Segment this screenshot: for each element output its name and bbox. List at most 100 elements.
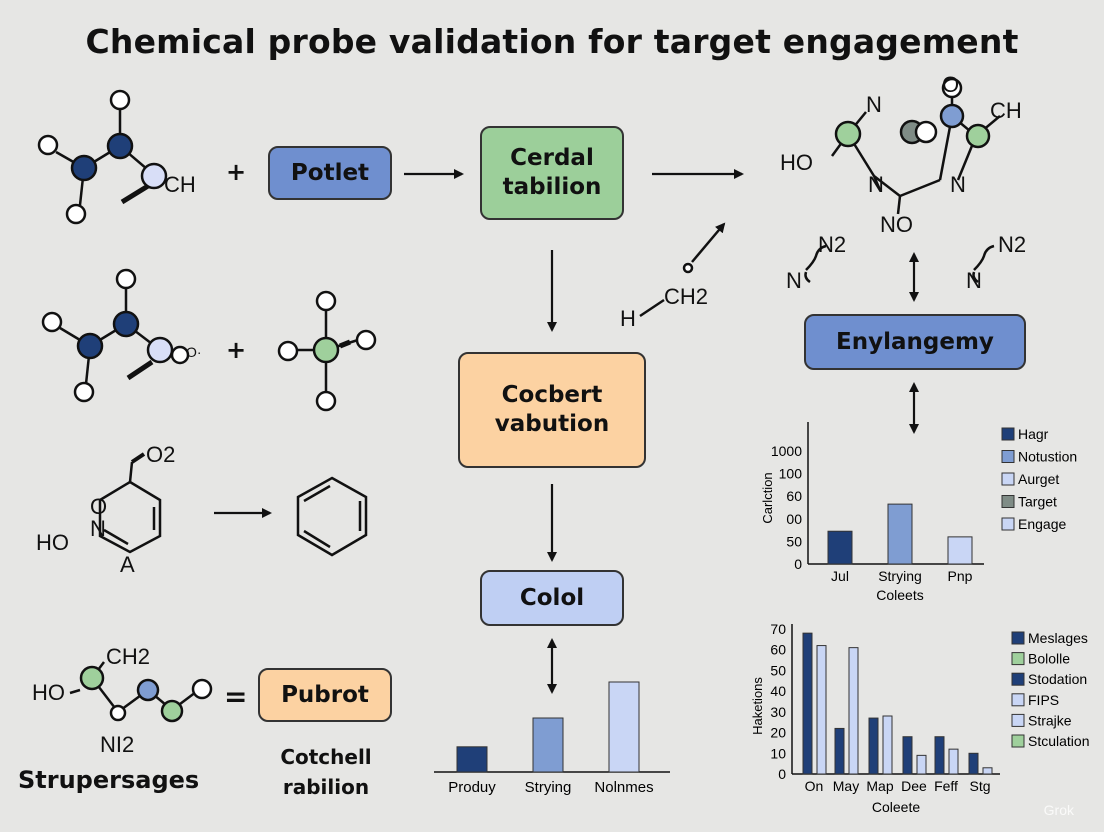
- bar: [916, 754, 927, 775]
- bar: [868, 717, 879, 775]
- y-tick-label: 60: [770, 642, 786, 658]
- m2-radical-label: O·: [186, 344, 202, 360]
- legend-swatch: [1001, 427, 1015, 441]
- potlet-box: Potlet: [268, 146, 392, 200]
- m4-ho-label: HO: [32, 680, 65, 705]
- legend-label: FIPS: [1028, 692, 1059, 708]
- m3-a-label: A: [120, 552, 135, 577]
- x-tick-label: On: [805, 778, 824, 794]
- bar: [982, 767, 993, 775]
- page-title: Chemical probe validation for target eng…: [85, 22, 1019, 61]
- legend-label: Strajke: [1028, 712, 1072, 728]
- legend-label: Target: [1018, 494, 1057, 510]
- n-left-label: N: [786, 268, 802, 293]
- y-tick-label: 60: [786, 488, 802, 504]
- bar: [456, 746, 488, 773]
- tr-n2-label: N: [950, 172, 966, 197]
- m3-o2-label: O2: [146, 442, 176, 467]
- benzene-ring: [296, 476, 368, 557]
- tr-n-top-label: N: [866, 92, 882, 117]
- legend-swatch: [1011, 631, 1025, 645]
- y-tick-label: 50: [770, 662, 786, 678]
- y-tick-label: 40: [770, 683, 786, 699]
- legend-label: Hagr: [1018, 426, 1049, 442]
- bar: [882, 715, 893, 775]
- bar: [802, 632, 813, 775]
- y-tick-label: 20: [770, 725, 786, 741]
- ch2-label: CH2: [664, 284, 709, 309]
- m1-ch-label: CH: [164, 172, 196, 197]
- legend-swatch: [1011, 693, 1025, 707]
- x-tick-label: Produy: [448, 779, 496, 796]
- n2-right-label: N2: [998, 232, 1027, 257]
- molecule-2b: [277, 290, 377, 412]
- cocbert-vabution-box: Cocbert vabution: [458, 352, 646, 468]
- y-axis-title: Haketions: [750, 677, 765, 735]
- n2-squiggles: [804, 244, 995, 284]
- molecule-4: [69, 661, 213, 723]
- x-tick-label: Strying: [878, 568, 922, 584]
- y-tick-label: 30: [770, 704, 786, 720]
- bar: [947, 536, 973, 565]
- legend-swatch: [1011, 672, 1025, 686]
- legend-swatch: [1001, 450, 1015, 463]
- bar: [968, 752, 979, 775]
- flow-arrows: [214, 169, 919, 694]
- bar: [848, 647, 859, 775]
- legend-label: Engage: [1018, 516, 1066, 532]
- equals-operator: =: [224, 680, 248, 713]
- product-molecule: [830, 77, 1001, 215]
- tr-ch-label: CH: [990, 98, 1022, 123]
- legend-label: Bololle: [1028, 651, 1070, 667]
- legend-label: Stodation: [1028, 671, 1087, 687]
- x-axis-title: Coleets: [876, 587, 923, 603]
- legend-label: Aurget: [1018, 471, 1059, 487]
- m4-ni2-label: NI2: [100, 732, 135, 757]
- bar: [934, 736, 945, 775]
- x-tick-label: Strying: [525, 779, 572, 796]
- legend-swatch: [1011, 652, 1025, 666]
- enylangemy-box: Enylangemy: [804, 314, 1026, 370]
- h-ch2-fragment: [639, 222, 726, 318]
- y-tick-label: 0: [778, 766, 786, 782]
- tr-no-label: NO: [880, 212, 913, 237]
- legend-swatch: [1011, 713, 1025, 727]
- plus-operator-1: +: [226, 158, 247, 186]
- bar: [948, 748, 959, 775]
- legend-label: Meslages: [1028, 630, 1088, 646]
- tr-n1-label: N: [868, 172, 884, 197]
- bar: [608, 681, 640, 773]
- legend-swatch: [1011, 734, 1025, 748]
- m3-n-label: N: [90, 516, 106, 541]
- y-tick-label: 00: [786, 511, 802, 527]
- n2-left-label: N2: [818, 232, 847, 257]
- x-tick-label: Feff: [934, 778, 958, 794]
- x-tick-label: Map: [866, 778, 893, 794]
- h-label: H: [620, 306, 636, 331]
- cerdal-tabilion-box: Cerdal tabilion: [480, 126, 624, 220]
- pubrot-box: Pubrot: [258, 668, 392, 722]
- x-tick-label: Nolnmes: [594, 779, 653, 796]
- x-tick-label: Jul: [831, 568, 849, 584]
- x-tick-label: Dee: [901, 778, 927, 794]
- molecule-3: [98, 452, 162, 554]
- n-right-label: N: [966, 268, 982, 293]
- x-tick-label: May: [833, 778, 859, 794]
- y-tick-label: 50: [786, 533, 802, 549]
- legend-swatch: [1001, 517, 1015, 531]
- bar: [887, 503, 913, 565]
- y-tick-label: 1000: [771, 443, 802, 459]
- bar: [827, 530, 853, 565]
- molecule-1: [37, 89, 168, 225]
- legend-swatch: [1001, 472, 1015, 486]
- x-tick-label: Stg: [969, 778, 990, 794]
- cotchell-rabilion-label: Cotchell rabilion: [280, 745, 372, 799]
- y-axis-title: Carlction: [760, 472, 775, 523]
- bar: [834, 727, 845, 775]
- legend-swatch: [1001, 495, 1015, 508]
- bar: [816, 645, 827, 775]
